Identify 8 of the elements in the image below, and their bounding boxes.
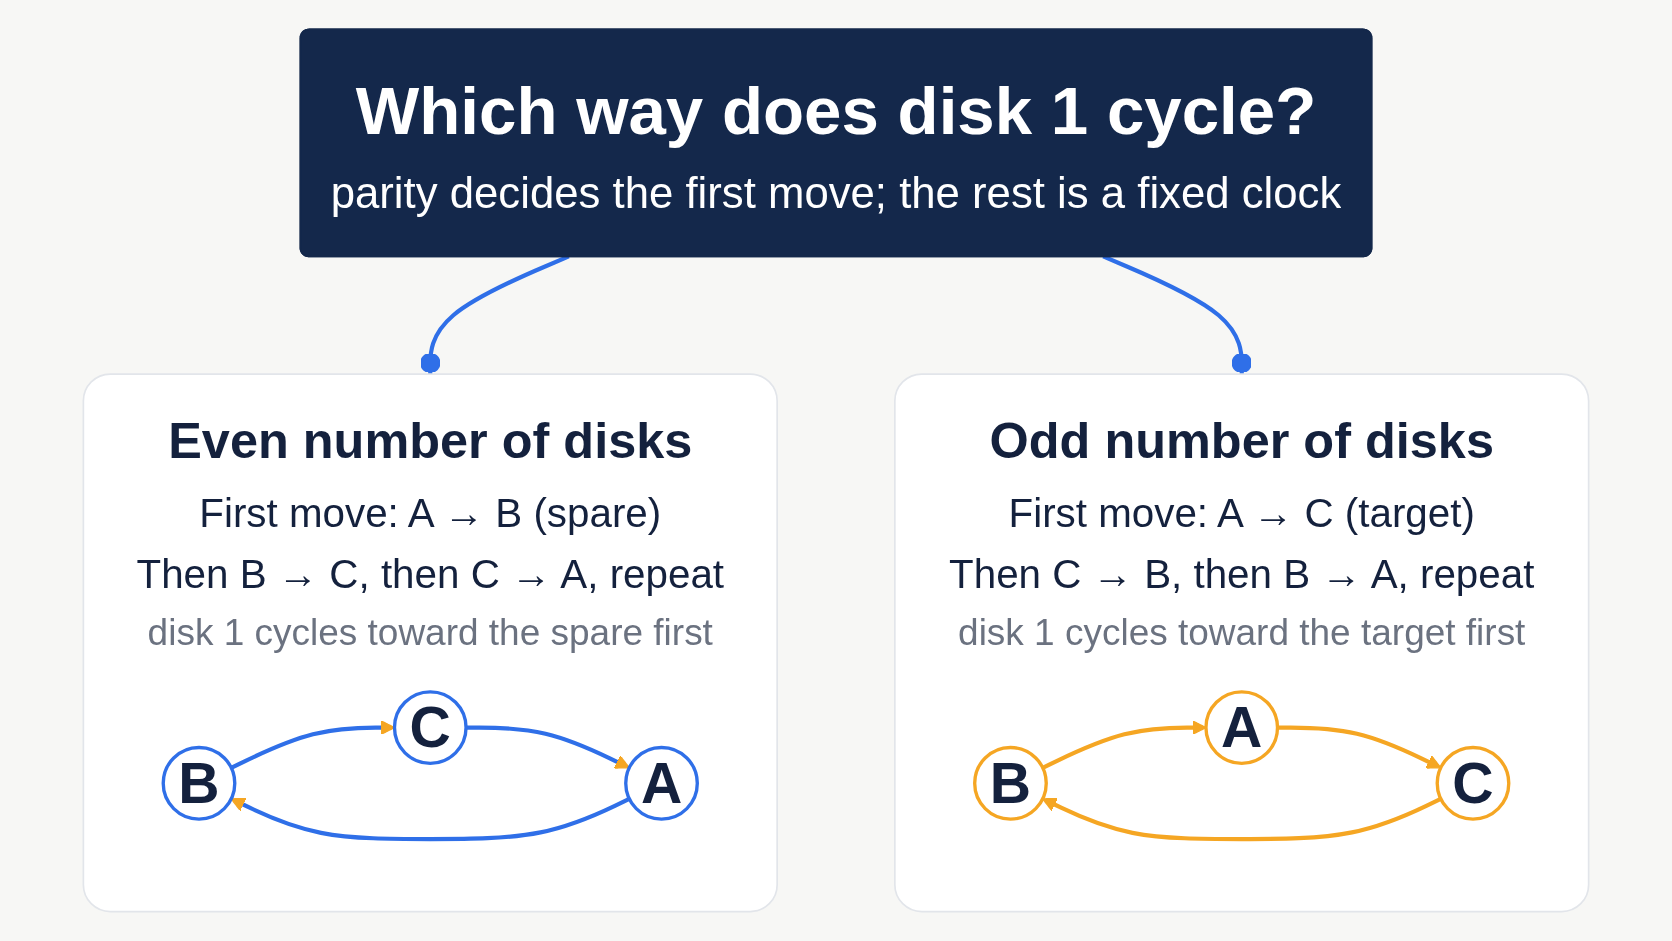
node-circle: A <box>624 745 699 821</box>
node-circle: C <box>392 690 468 766</box>
arrow <box>1042 796 1442 842</box>
node-circle: B <box>973 745 1048 821</box>
node-circle: A <box>1204 690 1280 766</box>
arrow <box>466 725 630 769</box>
node-circle: B <box>161 745 237 821</box>
node-circle: C <box>1435 745 1511 821</box>
